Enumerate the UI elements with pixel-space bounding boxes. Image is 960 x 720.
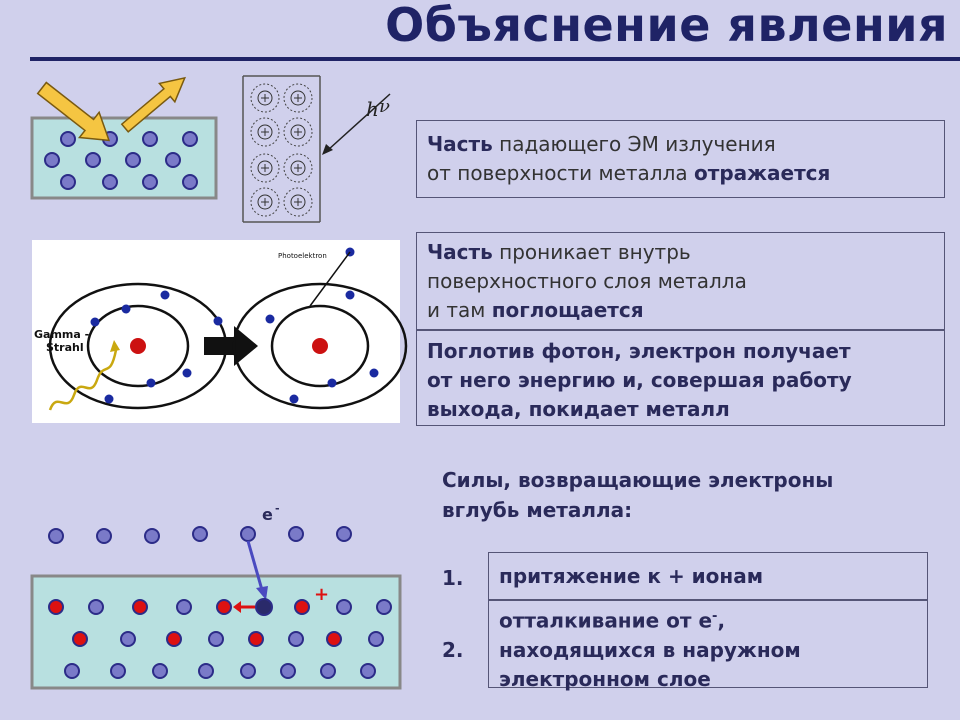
forces-heading: Силы, возвращающие электроны вглубь мета… [442, 465, 833, 525]
item1-box: притяжение к + ионам [488, 552, 928, 600]
item2-text-1a: отталкивание от е [499, 608, 713, 633]
reflect-bold-1: Часть [427, 132, 493, 156]
ion-lattice-diagram: h ν [242, 75, 391, 223]
absorption-box: Часть проникает внутрь поверхностного сл… [416, 232, 945, 330]
electron-label-sup: - [275, 502, 280, 515]
photon-text-2: от него энергию и, совершая работу [427, 368, 852, 392]
forces-heading-line2: вглубь металла: [442, 498, 633, 522]
page-title: Объяснение явления [385, 0, 948, 52]
hv-label-nu: ν [379, 96, 390, 117]
item2-text-1sup: - [712, 609, 718, 624]
absorb-text-1: проникает внутрь [492, 240, 691, 264]
hv-label-h: h [366, 97, 379, 121]
title-underline [30, 57, 960, 61]
atom-diagram: Gamma - Strahl Photoelektron [32, 240, 408, 423]
reflect-text-2: от поверхности металла [427, 161, 694, 185]
reflection-diagram [30, 76, 218, 200]
gamma-label-2: Strahl [46, 341, 84, 354]
plus-label: + [314, 584, 329, 605]
absorb-text-3: и там [427, 298, 492, 322]
absorb-text-2: поверхностного слоя металла [427, 269, 747, 293]
surface-diagram: e - + [30, 502, 402, 690]
item2-text-1b: , [717, 608, 726, 633]
photon-text-3: выхода, покидает металл [427, 397, 730, 421]
electron-label: e [262, 505, 273, 524]
photon-text-1: Поглотив фотон, электрон получает [427, 339, 851, 363]
reflection-box: Часть падающего ЭМ излучения от поверхно… [416, 120, 945, 198]
reflect-text-1: падающего ЭМ излучения [492, 132, 776, 156]
absorb-bold-1: Часть [427, 240, 493, 264]
photoelectron-label: Photoelektron [278, 252, 327, 260]
absorb-bold-3: поглощается [491, 298, 644, 322]
reflect-bold-2: отражается [693, 161, 831, 185]
item2-number: 2. [442, 638, 464, 662]
gamma-label-1: Gamma - [34, 328, 89, 341]
photon-box: Поглотив фотон, электрон получает от нег… [416, 330, 945, 426]
forces-heading-line1: Силы, возвращающие электроны [442, 468, 834, 492]
item2-text-2: находящихся в наружном [499, 637, 801, 662]
item2-text-3: электронном слое [499, 666, 711, 691]
item1-number: 1. [442, 566, 464, 590]
item1-text: притяжение к + ионам [499, 564, 764, 588]
item2-box: отталкивание от е-, находящихся в наружн… [488, 600, 928, 691]
